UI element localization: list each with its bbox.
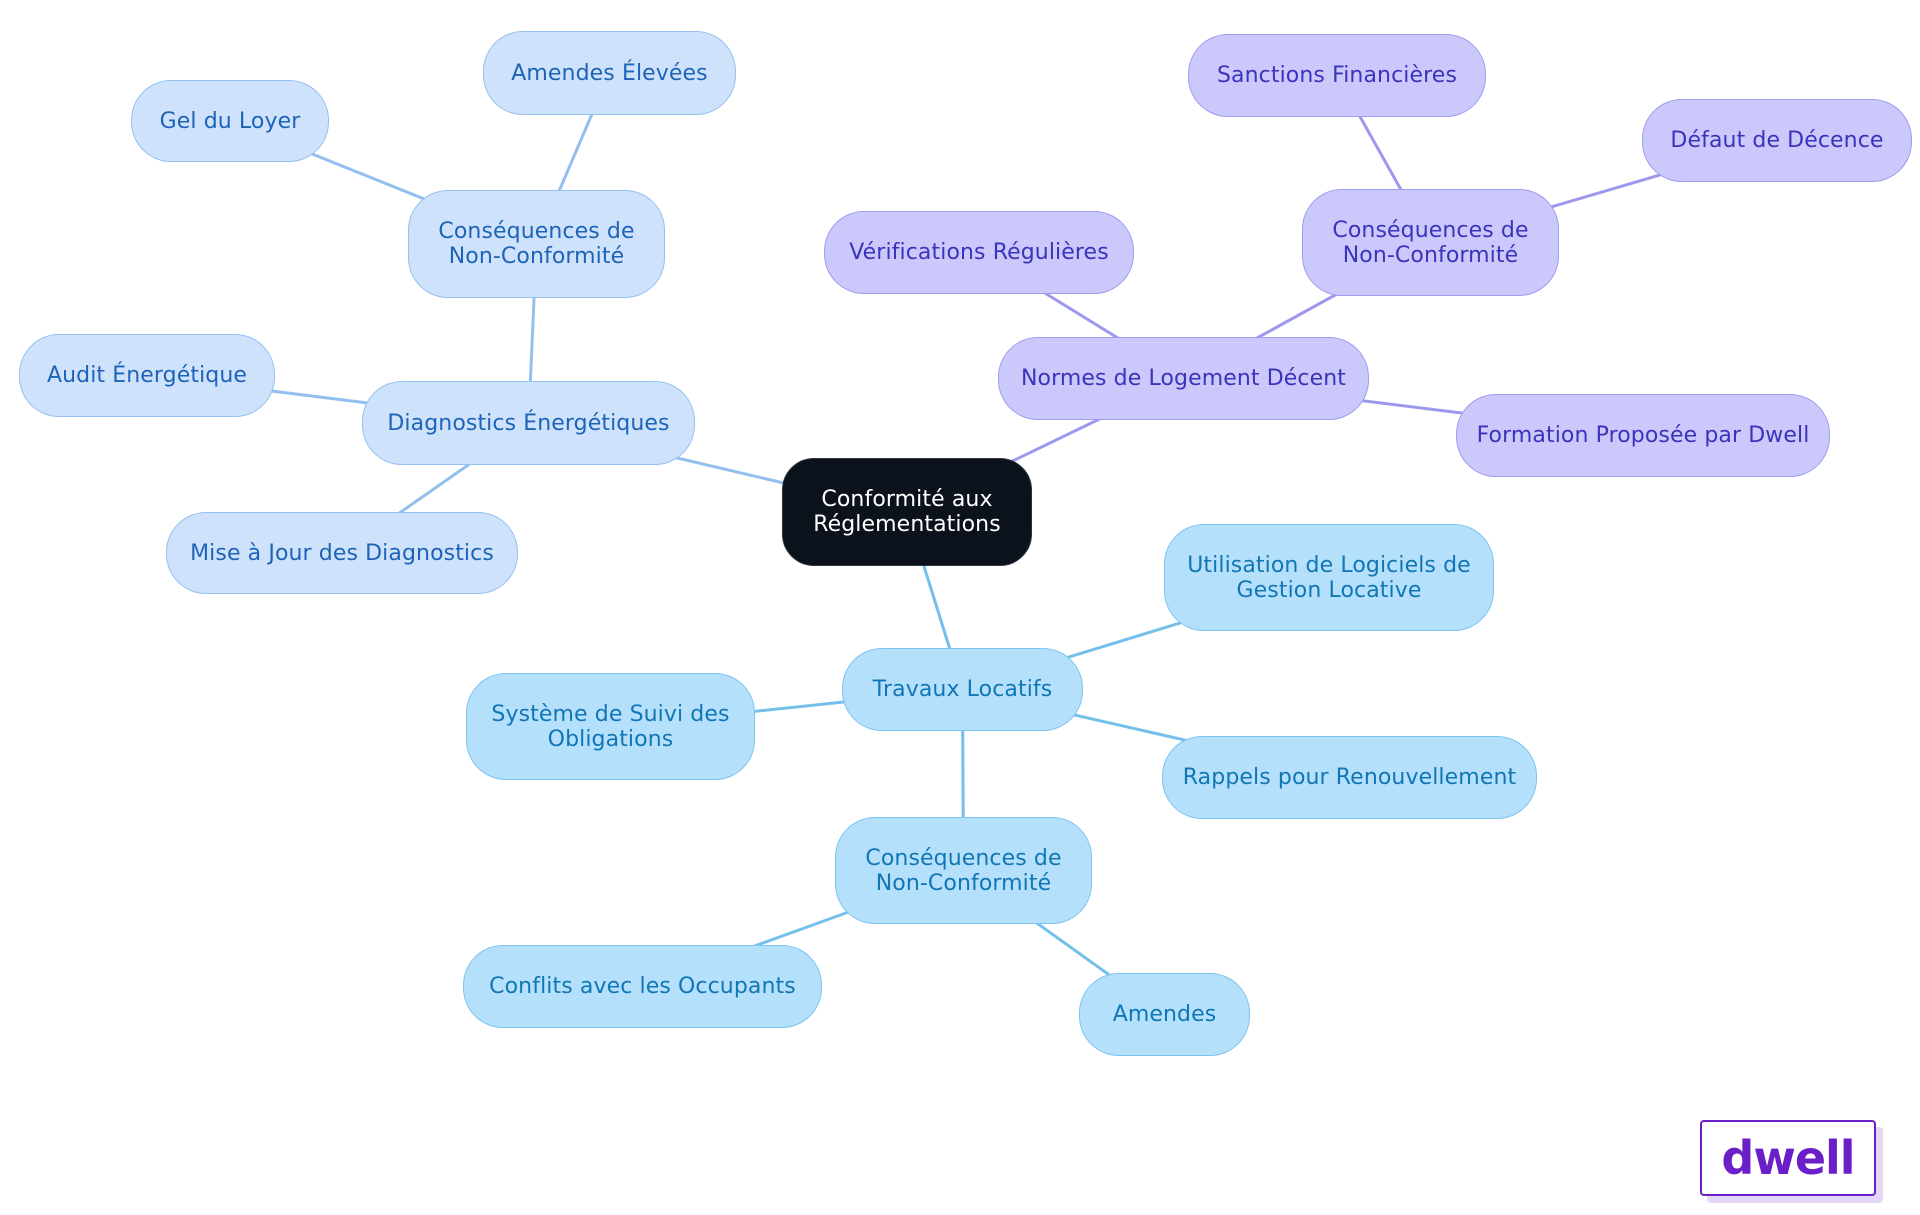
node-diag-cons-amendes: Amendes Élevées xyxy=(483,31,736,115)
node-diag-cons-gel: Gel du Loyer xyxy=(131,80,329,162)
node-travaux-cons-amendes: Amendes xyxy=(1079,973,1250,1056)
node-diag-cons: Conséquences de Non-Conformité xyxy=(408,190,665,298)
node-normes-formation: Formation Proposée par Dwell xyxy=(1456,394,1830,477)
node-diag-maj: Mise à Jour des Diagnostics xyxy=(166,512,518,594)
node-normes-cons-sanctions: Sanctions Financières xyxy=(1188,34,1486,117)
node-b-diag: Diagnostics Énergétiques xyxy=(362,381,695,465)
node-b-travaux: Travaux Locatifs xyxy=(842,648,1083,731)
node-travaux-cons: Conséquences de Non-Conformité xyxy=(835,817,1092,924)
node-b-normes: Normes de Logement Décent xyxy=(998,337,1369,420)
node-normes-cons: Conséquences de Non-Conformité xyxy=(1302,189,1559,296)
node-root: Conformité aux Réglementations xyxy=(782,458,1032,566)
dwell-logo: dwell xyxy=(1700,1120,1876,1196)
node-normes-verif: Vérifications Régulières xyxy=(824,211,1134,294)
node-travaux-logiciels: Utilisation de Logiciels de Gestion Loca… xyxy=(1164,524,1494,631)
node-travaux-suivi: Système de Suivi des Obligations xyxy=(466,673,755,780)
dwell-logo-text: dwell xyxy=(1721,1131,1855,1185)
node-travaux-rappels: Rappels pour Renouvellement xyxy=(1162,736,1537,819)
node-travaux-cons-conflits: Conflits avec les Occupants xyxy=(463,945,822,1028)
node-normes-cons-defaut: Défaut de Décence xyxy=(1642,99,1912,182)
node-diag-audit: Audit Énergétique xyxy=(19,334,275,417)
